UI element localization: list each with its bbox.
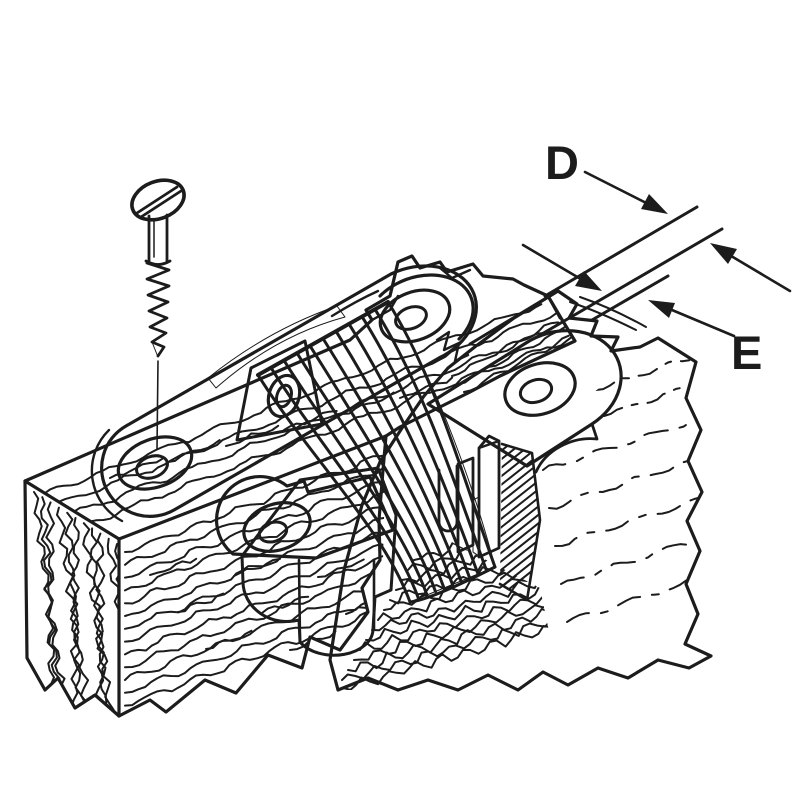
right-block-top-corner-edge <box>468 289 560 346</box>
hinge-shadow-wedge <box>207 305 346 389</box>
left-block-top-grain <box>37 303 575 527</box>
left-plate-screw-hole-2 <box>394 305 428 331</box>
left-plate-countersink-2 <box>378 288 452 344</box>
center-post-main <box>477 434 501 559</box>
strip-torn-left-edge <box>435 330 470 363</box>
left-plate-countersink <box>116 435 194 491</box>
right-block-side-grain <box>542 359 702 650</box>
gap-line-upper <box>543 205 699 298</box>
dim-e-arrowhead <box>648 300 675 318</box>
screw-threads <box>145 261 171 358</box>
gap-line-lower <box>533 227 724 340</box>
link-stack-top-edge <box>256 300 390 377</box>
left-plate-mortise-arc <box>90 428 124 523</box>
dimension-e-label: E <box>731 326 762 379</box>
lower-body-fold-lines <box>297 558 376 644</box>
wood-screw <box>130 178 186 450</box>
dim-d-arrowhead <box>641 194 668 214</box>
left-block-near-top-edge <box>117 434 388 541</box>
screw-tip <box>151 341 165 358</box>
left-hinge-plate <box>100 264 479 518</box>
right-plate-countersink <box>503 361 577 417</box>
dim-e-upper-arrowhead <box>575 271 602 291</box>
right-plate-thickness-edge <box>534 422 599 474</box>
left-wood-block <box>23 254 577 718</box>
screw-shank <box>144 213 172 266</box>
post-gap-shadow <box>472 496 480 557</box>
pivot-leaf <box>235 339 324 442</box>
lower-hinge-body <box>240 466 398 657</box>
invisible-hinge <box>207 273 501 657</box>
pivot-slot-outer <box>266 373 302 419</box>
link-stack-bottom-edge <box>408 565 497 604</box>
right-block-top-grain <box>569 296 647 331</box>
screw-slot <box>135 185 183 219</box>
pivot-slot-inner <box>275 383 293 409</box>
screw-alignment-leader <box>156 360 159 450</box>
lower-hinge-leaf <box>214 475 395 560</box>
hinge-link-stack <box>256 300 497 604</box>
dim-e-leader <box>670 308 736 338</box>
right-plate-screw-hole <box>518 377 554 405</box>
screw-head <box>130 178 186 222</box>
gap-line-short <box>590 274 670 322</box>
left-block-end-top-edge <box>23 479 121 541</box>
lower-leaf-countersink <box>242 501 312 553</box>
lower-leaf-screw-hole <box>257 520 289 544</box>
left-plate-screw-hole <box>135 454 169 480</box>
dimension-d-label: D <box>545 136 579 189</box>
dimension-callouts: D E <box>521 136 792 379</box>
strip-end-chamfer-line <box>546 294 562 320</box>
center-post-bevel <box>477 439 501 450</box>
left-plate-end-arc <box>378 273 475 341</box>
dim-d-opposing-arrowhead <box>710 243 737 264</box>
left-block-endgrain <box>33 491 119 716</box>
mortise-hatch-border <box>498 442 542 602</box>
